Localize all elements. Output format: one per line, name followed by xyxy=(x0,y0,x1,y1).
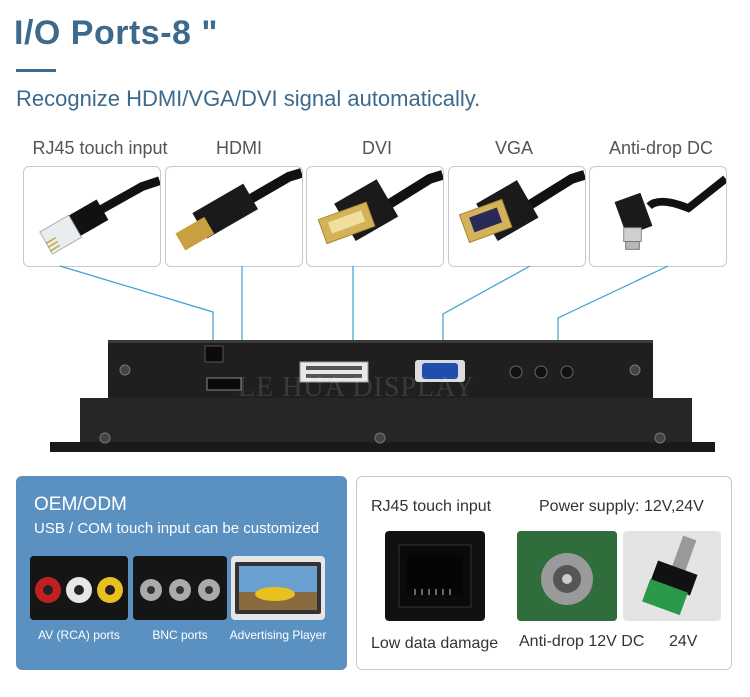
dvi-cable-image xyxy=(306,166,444,267)
advertising-player-image xyxy=(231,556,325,620)
oem-subtitle: USB / COM touch input can be customized xyxy=(34,520,320,537)
port-label-rj45: RJ45 touch input xyxy=(32,138,168,158)
rj45-feature-label: RJ45 touch input xyxy=(371,498,492,515)
rj45-port-image xyxy=(385,531,485,621)
port-label-vga: VGA xyxy=(494,138,533,158)
low-data-damage-label: Low data damage xyxy=(371,635,499,652)
hdmi-cable-image xyxy=(165,166,303,267)
oem-title: OEM/ODM xyxy=(34,494,127,515)
vga-cable-image xyxy=(448,166,586,267)
title-underline xyxy=(16,69,56,72)
anti-drop-dc-image xyxy=(517,531,617,621)
features-panel: RJ45 touch input Power supply: 12V,24V L… xyxy=(356,476,732,670)
page-subtitle: Recognize HDMI/VGA/DVI signal automatica… xyxy=(16,86,481,111)
anti-drop-label: Anti-drop 12V DC xyxy=(519,633,645,650)
voltage-24v-label: 24V xyxy=(669,633,698,650)
bnc-caption: BNC ports xyxy=(152,628,208,642)
av-rca-caption: AV (RCA) ports xyxy=(38,628,120,642)
dc-adapter-image xyxy=(623,531,721,621)
power-supply-label: Power supply: 12V,24V xyxy=(539,498,704,515)
av-rca-image xyxy=(30,556,128,620)
device-panel xyxy=(50,340,715,452)
dc-cable-image xyxy=(589,166,727,267)
page-title: I/O Ports-8 " xyxy=(14,14,218,52)
port-label-dvi: DVI xyxy=(361,138,392,158)
bnc-image xyxy=(133,556,227,620)
port-label-dc: Anti-drop DC xyxy=(608,138,714,158)
oem-odm-panel: OEM/ODM USB / COM touch input can be cus… xyxy=(16,476,347,670)
device-watermark: LE HUA DISPLAY xyxy=(238,372,475,403)
rj45-cable-image xyxy=(23,166,161,267)
port-label-hdmi: HDMI xyxy=(216,138,262,158)
advertising-player-caption: Advertising Player xyxy=(229,628,327,642)
